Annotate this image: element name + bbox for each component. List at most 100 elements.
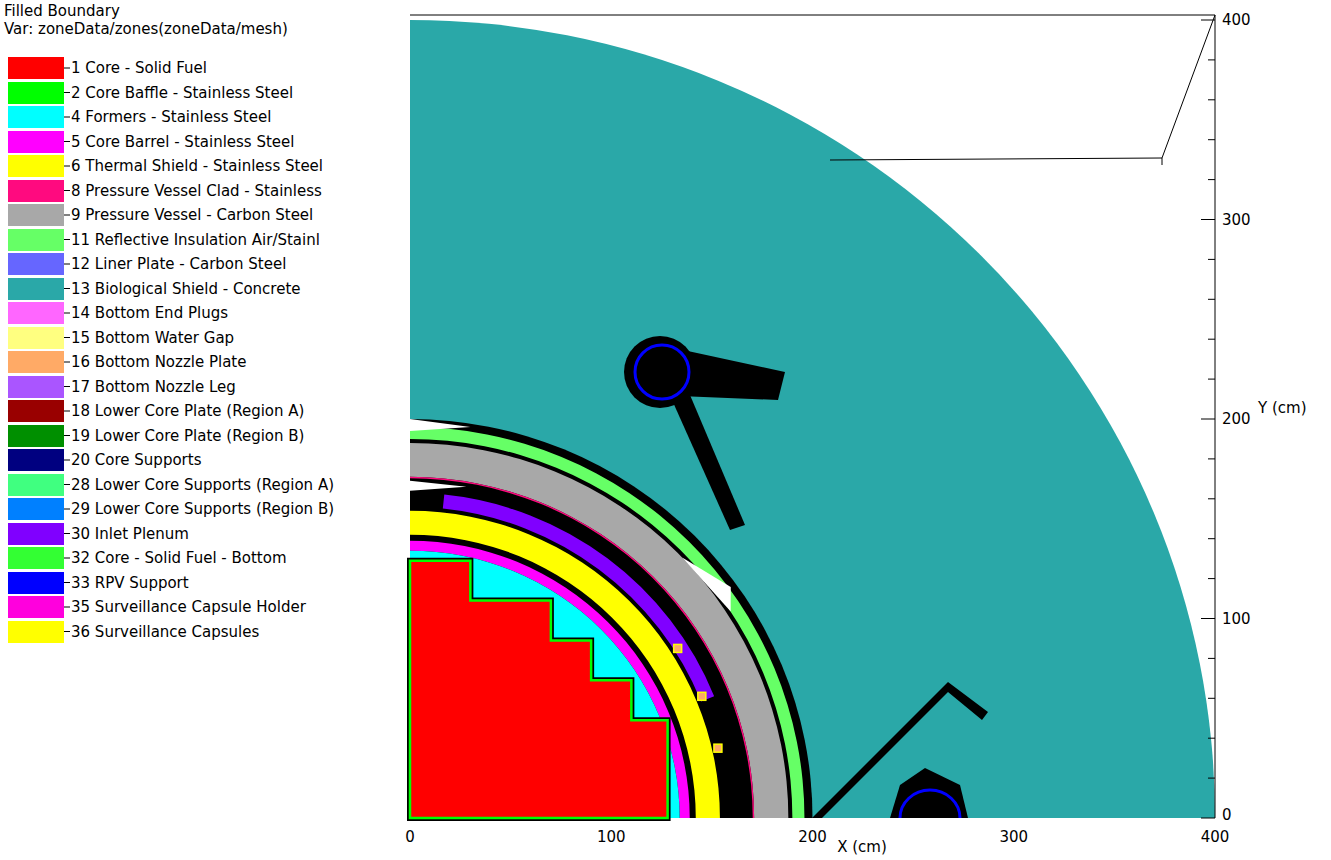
y-tick-label: 0 (1222, 806, 1232, 824)
legend-text: 33 RPV Support (71, 574, 189, 592)
legend-text: 18 Lower Core Plate (Region A) (71, 402, 304, 420)
legend-swatch (8, 57, 64, 79)
legend-swatch (8, 596, 64, 618)
legend-text: 13 Biological Shield - Concrete (71, 280, 301, 298)
legend-text: 5 Core Barrel - Stainless Steel (71, 133, 294, 151)
legend-swatch (8, 82, 64, 104)
legend-tick (64, 631, 70, 632)
formers (410, 551, 680, 818)
y-tick (1201, 219, 1215, 220)
legend-swatch (8, 155, 64, 177)
legend-text: 35 Surveillance Capsule Holder (71, 598, 306, 616)
y-tick (1201, 419, 1215, 420)
y-tick (1208, 698, 1215, 699)
reflective-insulation (410, 427, 804, 818)
legend-swatch (8, 425, 64, 447)
surveillance-capsule (714, 744, 722, 752)
legend-swatch (8, 180, 64, 202)
legend-swatch (8, 351, 64, 373)
x-tick-label: 300 (999, 828, 1028, 846)
legend-tick (64, 337, 70, 338)
gap-wedge (410, 419, 470, 431)
vessel-clad (410, 477, 754, 818)
y-tick (1208, 458, 1215, 459)
legend-text: 28 Lower Core Supports (Region A) (71, 476, 334, 494)
legend-text: 6 Thermal Shield - Stainless Steel (71, 157, 323, 175)
legend-text: 30 Inlet Plenum (71, 525, 189, 543)
y-axis (1215, 15, 1216, 818)
legend-tick (64, 92, 70, 93)
legend-swatch (8, 278, 64, 300)
legend-text: 11 Reflective Insulation Air/Stainl (71, 231, 320, 249)
y-tick (1208, 578, 1215, 579)
legend-tick (64, 558, 70, 559)
x-tick-label: 100 (597, 828, 626, 846)
y-tick (1208, 59, 1215, 60)
y-tick (1208, 259, 1215, 260)
legend-swatch (8, 449, 64, 471)
y-tick (1208, 179, 1215, 180)
legend-swatch (8, 474, 64, 496)
x-tick-label: 200 (798, 828, 827, 846)
legend-text: 32 Core - Solid Fuel - Bottom (71, 549, 287, 567)
legend-swatch (8, 204, 64, 226)
legend-tick (64, 313, 70, 314)
legend-tick (64, 362, 70, 363)
legend-tick (64, 509, 70, 510)
outer-gap (410, 419, 813, 818)
concrete-shield (410, 20, 1215, 818)
legend-tick (64, 411, 70, 412)
legend-tick (64, 166, 70, 167)
nozzle-arm (812, 682, 988, 818)
legend-swatch (8, 106, 64, 128)
y-tick (1208, 339, 1215, 340)
y-tick (1208, 99, 1215, 100)
legend-tick (64, 117, 70, 118)
legend-swatch (8, 131, 64, 153)
y-tick-label: 200 (1222, 410, 1251, 428)
legend-swatch (8, 229, 64, 251)
y-tick-label: 400 (1222, 11, 1251, 29)
legend-text: 14 Bottom End Plugs (71, 304, 228, 322)
y-tick (1201, 20, 1215, 21)
nozzle-body (890, 768, 968, 818)
legend-swatch (8, 376, 64, 398)
legend-tick (64, 288, 70, 289)
legend-tick (64, 607, 70, 608)
legend-tick (64, 533, 70, 534)
legend-tick (64, 215, 70, 216)
legend-tick (64, 239, 70, 240)
y-tick (1208, 379, 1215, 380)
y-axis-label: Y (cm) (1258, 399, 1307, 417)
surveillance-capsule (698, 692, 706, 700)
legend-swatch (8, 498, 64, 520)
gap-wedge (682, 557, 731, 611)
legend-text: 17 Bottom Nozzle Leg (71, 378, 236, 396)
x-tick-label: 0 (405, 828, 415, 846)
legend-swatch (8, 302, 64, 324)
y-tick (1208, 299, 1215, 300)
nozzle-leg (672, 395, 745, 530)
y-tick (1201, 818, 1215, 819)
nozzle-ring (900, 790, 960, 818)
legend-swatch (8, 523, 64, 545)
legend-tick (64, 435, 70, 436)
legend-text: 4 Formers - Stainless Steel (71, 108, 271, 126)
legend-text: 29 Lower Core Supports (Region B) (71, 500, 334, 518)
y-tick (1208, 538, 1215, 539)
y-tick (1208, 139, 1215, 140)
legend-tick (64, 386, 70, 387)
legend-tick (64, 190, 70, 191)
legend-text: 20 Core Supports (71, 451, 201, 469)
gap-wedge (410, 481, 466, 491)
variable-label: Var: zoneData/zones(zoneData/mesh) (4, 20, 288, 38)
legend-swatch (8, 253, 64, 275)
legend-tick (64, 582, 70, 583)
legend-text: 2 Core Baffle - Stainless Steel (71, 84, 293, 102)
y-tick (1208, 658, 1215, 659)
y-tick (1208, 498, 1215, 499)
y-tick-label: 100 (1222, 610, 1251, 628)
legend-text: 15 Bottom Water Gap (71, 329, 234, 347)
y-tick (1201, 618, 1215, 619)
